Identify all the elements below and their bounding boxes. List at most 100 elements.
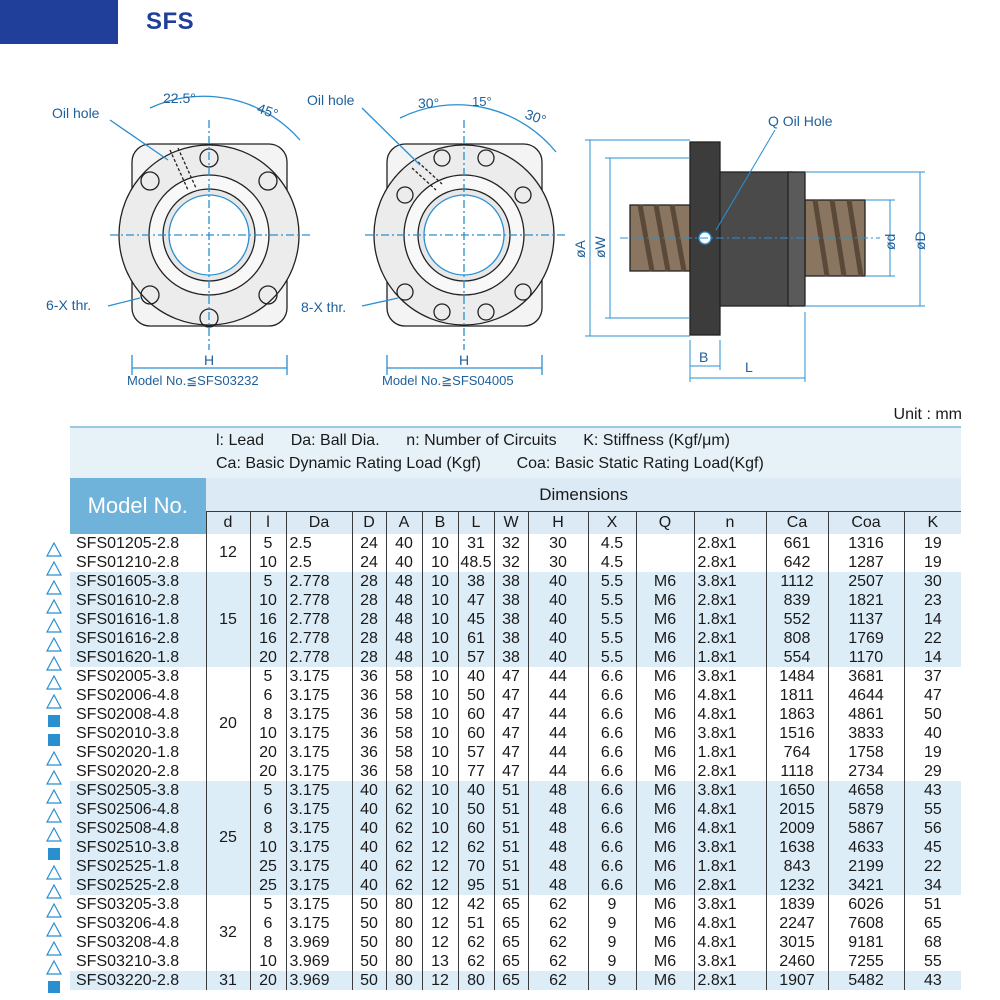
- cell-q: [635, 553, 694, 572]
- cell-k: 23: [903, 591, 962, 610]
- cell-a: 48: [385, 610, 422, 629]
- model-cell: SFS02010-3.8: [70, 724, 206, 743]
- cell-ca: 2460: [765, 952, 828, 971]
- column-header-x: X: [587, 511, 636, 534]
- cell-d: 36: [351, 705, 386, 724]
- cell-l: 8: [249, 933, 286, 952]
- cell-n: 2.8x1: [693, 876, 766, 895]
- cell-h: 44: [527, 686, 588, 705]
- cell-coa: 2199: [827, 857, 904, 876]
- cell-a: 58: [385, 724, 422, 743]
- cell-d: 36: [351, 667, 386, 686]
- cell-a: 62: [385, 876, 422, 895]
- dia-w-label: øW: [592, 235, 608, 258]
- cell-a: 58: [385, 686, 422, 705]
- cell-n: 4.8x1: [693, 914, 766, 933]
- cell-w: 51: [493, 800, 528, 819]
- cell-n: 4.8x1: [693, 800, 766, 819]
- cell-ca: 1811: [765, 686, 828, 705]
- cell-da: 3.175: [285, 800, 352, 819]
- cell-w: 38: [493, 610, 528, 629]
- cell-da: 3.175: [285, 876, 352, 895]
- cell-b: 10: [421, 686, 458, 705]
- column-header-d: D: [351, 511, 386, 534]
- cell-b: 10: [421, 800, 458, 819]
- dia-d-label: øD: [912, 231, 928, 250]
- cell-n: 1.8x1: [693, 743, 766, 762]
- cell-l: 6: [249, 800, 286, 819]
- cell-n: 4.8x1: [693, 819, 766, 838]
- column-header-d: d: [205, 511, 250, 534]
- cell-l: 10: [249, 553, 286, 572]
- cell-b: 10: [421, 648, 458, 667]
- cell-a: 58: [385, 743, 422, 762]
- cell-l: 60: [457, 705, 494, 724]
- cell-a: 58: [385, 705, 422, 724]
- cell-k: 14: [903, 648, 962, 667]
- model-cell: SFS02510-3.8: [70, 838, 206, 857]
- cell-ca: 2247: [765, 914, 828, 933]
- cell-l: 47: [457, 591, 494, 610]
- model-cell: SFS01616-2.8: [70, 629, 206, 648]
- cell-l: 70: [457, 857, 494, 876]
- cell-l: 38: [457, 572, 494, 591]
- cell-d: 50: [351, 952, 386, 971]
- cell-h: 48: [527, 857, 588, 876]
- cell-q: M6: [635, 648, 694, 667]
- flange-view-left: [107, 95, 310, 375]
- cell-l: 10: [249, 838, 286, 857]
- cell-ca: 808: [765, 629, 828, 648]
- cell-b: 10: [421, 534, 458, 553]
- cell-l: 25: [249, 857, 286, 876]
- cell-h: 44: [527, 724, 588, 743]
- cell-ca: 1650: [765, 781, 828, 800]
- middle-angle-1: 30°: [418, 95, 439, 111]
- cell-x: 5.5: [587, 648, 636, 667]
- cell-da: 3.175: [285, 895, 352, 914]
- cell-d: 50: [351, 971, 386, 990]
- cell-h: 40: [527, 648, 588, 667]
- cell-q: M6: [635, 686, 694, 705]
- cell-ca: 1907: [765, 971, 828, 990]
- dia-a-label: øA: [572, 239, 588, 258]
- cell-l: 77: [457, 762, 494, 781]
- cell-b: 10: [421, 743, 458, 762]
- cell-coa: 3681: [827, 667, 904, 686]
- cell-x: 6.6: [587, 667, 636, 686]
- cell-w: 65: [493, 895, 528, 914]
- cell-l: 57: [457, 743, 494, 762]
- cell-l: 31: [457, 534, 494, 553]
- cell-n: 2.8x1: [693, 534, 766, 553]
- cell-da: 3.175: [285, 743, 352, 762]
- cell-da: 2.778: [285, 591, 352, 610]
- cell-l: 48.5: [457, 553, 494, 572]
- model-cell: SFS03206-4.8: [70, 914, 206, 933]
- cell-h: 48: [527, 819, 588, 838]
- cell-coa: 2507: [827, 572, 904, 591]
- cell-n: 2.8x1: [693, 762, 766, 781]
- cell-h: 62: [527, 933, 588, 952]
- cell-q: M6: [635, 914, 694, 933]
- cell-q: M6: [635, 819, 694, 838]
- cell-coa: 2734: [827, 762, 904, 781]
- cell-q: M6: [635, 800, 694, 819]
- cell-ca: 764: [765, 743, 828, 762]
- cell-h: 44: [527, 667, 588, 686]
- column-header-da: Da: [285, 511, 352, 534]
- cell-d: 28: [351, 629, 386, 648]
- brand-tab: [0, 0, 118, 44]
- triangle-marker-icon: [44, 749, 66, 768]
- cell-l: 45: [457, 610, 494, 629]
- cell-d: 40: [351, 819, 386, 838]
- cell-b: 10: [421, 724, 458, 743]
- cell-w: 51: [493, 876, 528, 895]
- model-cell: SFS03210-3.8: [70, 952, 206, 971]
- cell-k: 14: [903, 610, 962, 629]
